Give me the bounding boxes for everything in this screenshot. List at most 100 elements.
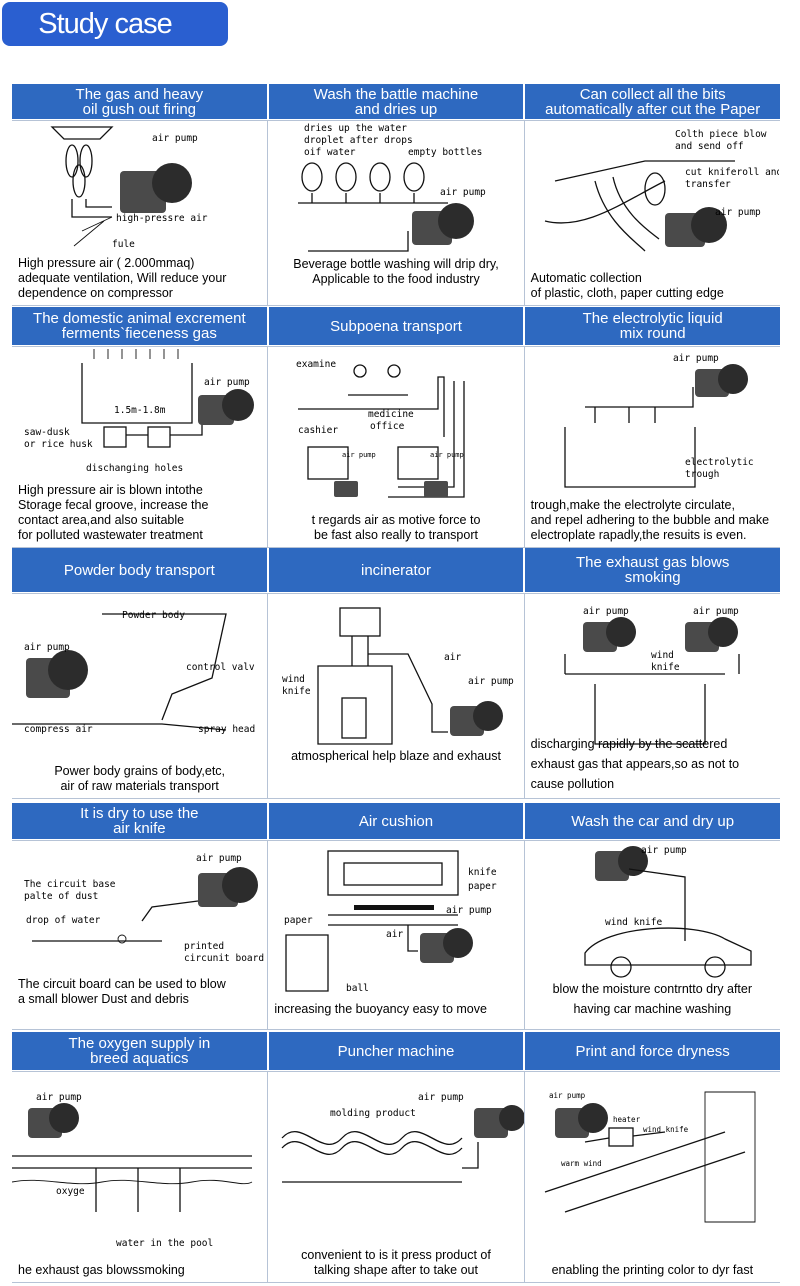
- diagram-label: empty bottles: [408, 147, 482, 158]
- case-cell: air pump high-pressre air fule High pres…: [12, 121, 267, 305]
- pneumatic-tube-diagram: examine medicine office cashier air pump…: [296, 359, 465, 498]
- section-header: Can collect all the bits automatically a…: [525, 84, 781, 119]
- section-header: Print and force dryness: [525, 1032, 781, 1070]
- case-cell: dries up the water droplet after drops o…: [267, 121, 523, 305]
- case-caption: Beverage bottle washing will drip dry, A…: [293, 257, 499, 286]
- section-body-row: air pump oxyge water in the pool he exha…: [12, 1071, 780, 1283]
- diagram-label: water in the pool: [116, 1238, 213, 1249]
- diagram-label: air pump: [152, 133, 198, 144]
- diagram-label: wind knife: [605, 917, 662, 928]
- section-header: Puncher machine: [268, 1032, 524, 1070]
- diagram-label: office: [370, 421, 405, 432]
- diagram-label: drop of water: [26, 915, 101, 926]
- diagram-label: air pump: [583, 606, 629, 617]
- diagram-label: examine: [296, 359, 336, 370]
- section-header-row: It is dry to use the air knife Air cushi…: [12, 803, 781, 839]
- diagram-label: air pump: [673, 353, 719, 364]
- case-cell: air pump molding product convenient to i…: [267, 1072, 524, 1282]
- section-body-row: air pump high-pressre air fule High pres…: [12, 120, 780, 306]
- section-body-row: air pump The circuit base palte of dust …: [12, 840, 780, 1030]
- powder-transport-diagram: Powder body air pump control valv compre…: [12, 610, 255, 735]
- section-header: The exhaust gas blows smoking: [525, 548, 781, 592]
- diagram-label: paper: [468, 881, 497, 892]
- case-caption: Power body grains of body,etc, air of ra…: [54, 764, 226, 793]
- diagram-label: control valv: [186, 662, 255, 673]
- case-cell: air pump 1.5m-1.8m saw-dusk or rice husk…: [12, 347, 267, 547]
- diagram-label: compress air: [24, 724, 93, 735]
- diagram-label: electrolytic: [685, 457, 754, 468]
- case-cell: Powder body air pump control valv compre…: [12, 594, 267, 798]
- section-header-row: The domestic animal excrement ferments`f…: [12, 307, 781, 345]
- diagram-label: circunit board: [184, 953, 264, 964]
- section-header: The oxygen supply in breed aquatics: [12, 1032, 267, 1070]
- section-header: incinerator: [268, 548, 524, 592]
- case-cell: air pump air pump wind knife discharging…: [523, 594, 780, 798]
- diagram-label: wind: [651, 650, 674, 661]
- case-cell: Colth piece blow and send off cut knifer…: [523, 121, 780, 305]
- diagram-label: air pump: [641, 845, 687, 856]
- diagram-label: heater: [613, 1115, 641, 1124]
- case-cell: air pump electrolytic trough trough,make…: [523, 347, 780, 547]
- diagram-label: air pump: [468, 676, 514, 687]
- diagram-label: saw-dusk: [24, 427, 70, 438]
- diagram-label: oxyge: [56, 1186, 85, 1197]
- diagram-label: or rice husk: [24, 439, 93, 450]
- excrement-gas-diagram: air pump 1.5m-1.8m saw-dusk or rice husk…: [24, 349, 254, 474]
- diagram-label: dries up the water: [304, 123, 407, 134]
- section-header-row: The oxygen supply in breed aquatics Punc…: [12, 1032, 781, 1070]
- diagram-label: printed: [184, 941, 224, 952]
- case-cell: air pump The circuit base palte of dust …: [12, 841, 267, 1029]
- diagram-label: high-pressre air: [116, 213, 208, 224]
- diagram-label: warm wind: [561, 1159, 602, 1168]
- case-cell: examine medicine office cashier air pump…: [267, 347, 523, 547]
- diagram-label: air pump: [196, 853, 242, 864]
- section-header: Air cushion: [268, 803, 524, 839]
- diagram-label: air pump: [36, 1092, 82, 1103]
- diagram-label: medicine: [368, 409, 414, 420]
- case-caption: blow the moisture contrntto dry after ha…: [552, 982, 753, 1016]
- diagram-label: palte of dust: [24, 891, 98, 902]
- diagram-label: droplet after drops: [304, 135, 413, 146]
- section-header-row: Powder body transport incinerator The ex…: [12, 548, 781, 592]
- diagram-label: air pump: [418, 1092, 464, 1103]
- section-header: The domestic animal excrement ferments`f…: [12, 307, 267, 345]
- bottle-wash-diagram: dries up the water droplet after drops o…: [298, 123, 486, 252]
- section-header: The gas and heavy oil gush out firing: [12, 84, 267, 119]
- diagram-label: Colth piece blow: [675, 129, 767, 140]
- section-header: It is dry to use the air knife: [12, 803, 267, 839]
- diagram-label: fule: [112, 239, 135, 250]
- diagram-label: air pump: [24, 642, 70, 653]
- diagram-label: air: [444, 652, 461, 663]
- diagram-label: air pump: [693, 606, 739, 617]
- diagram-label: The circuit base: [24, 879, 116, 890]
- diagram-label: and send off: [675, 141, 744, 152]
- car-dry-diagram: air pump wind knife: [584, 845, 752, 978]
- case-caption: increasing the buoyancy easy to move: [274, 1002, 487, 1016]
- diagram-label: wind: [282, 674, 305, 685]
- section-header: The electrolytic liquid mix round: [525, 307, 781, 345]
- section-header: Wash the car and dry up: [525, 803, 781, 839]
- diagram-label: air pump: [440, 187, 486, 198]
- case-cell: air wind knife air pump atmospherical he…: [267, 594, 523, 798]
- case-caption: he exhaust gas blowssmoking: [18, 1263, 185, 1277]
- incinerator-diagram: air wind knife air pump: [282, 607, 514, 745]
- puncher-diagram: air pump molding product: [281, 1092, 524, 1183]
- page-title: Study case: [38, 7, 172, 40]
- air-cushion-diagram: knife paper air pump paper air ball: [284, 850, 497, 994]
- case-caption: enabling the printing color to dyr fast: [551, 1263, 754, 1277]
- diagram-label: air pump: [204, 377, 250, 388]
- diagram-label: trough: [685, 469, 719, 480]
- diagram-label: 1.5m-1.8m: [114, 405, 166, 416]
- diagram-label: wind knife: [643, 1125, 689, 1134]
- diagram-label: dischanging holes: [86, 463, 183, 474]
- case-caption: High pressure air is blown intothe Stora…: [18, 483, 209, 542]
- case-caption: The circuit board can be used to blow a …: [18, 977, 226, 1006]
- case-caption: t regards air as motive force to be fast…: [311, 513, 481, 542]
- case-caption: convenient to is it press product of tal…: [301, 1248, 491, 1277]
- diagram-label: air pump: [430, 451, 464, 459]
- case-caption: atmospherical help blaze and exhaust: [291, 749, 501, 763]
- diagram-label: air pump: [715, 207, 761, 218]
- section-body-row: Powder body air pump control valv compre…: [12, 593, 780, 799]
- exhaust-smoke-diagram: air pump air pump wind knife: [564, 606, 740, 745]
- aquatic-oxygen-diagram: air pump oxyge water in the pool: [12, 1092, 253, 1249]
